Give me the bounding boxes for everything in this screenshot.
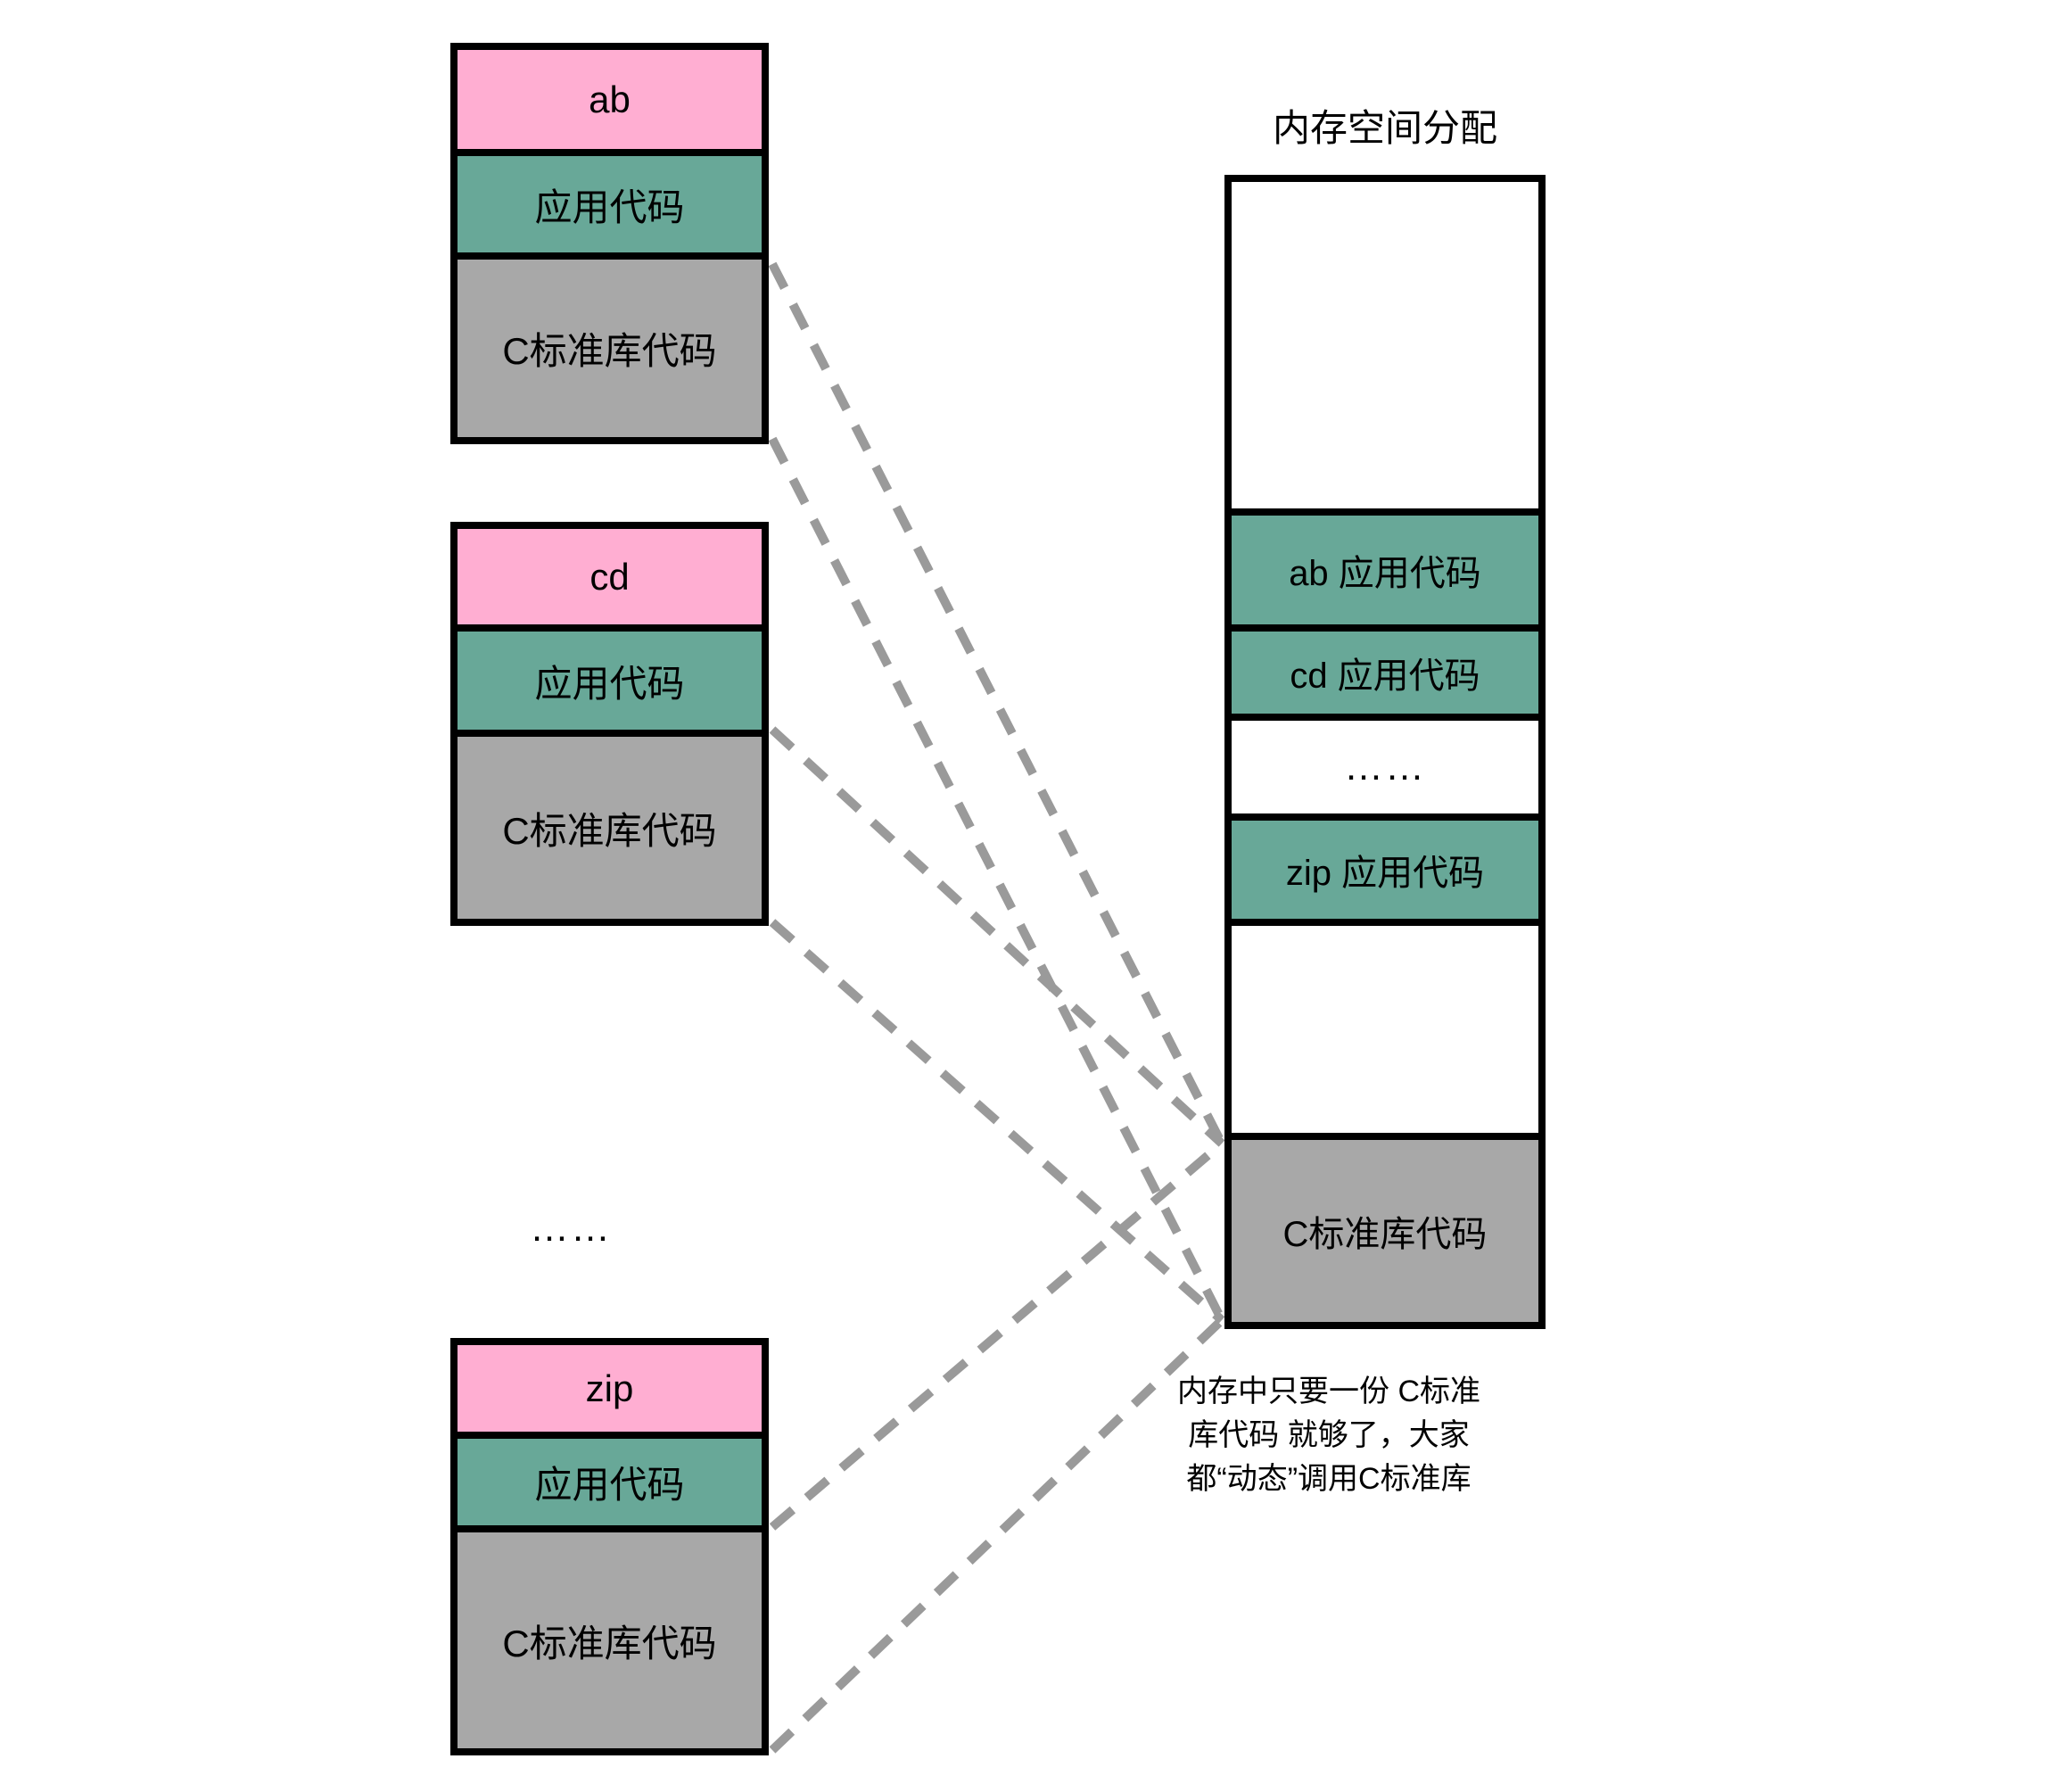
note-line-3: 都“动态”调用C标准库 [1186, 1462, 1472, 1496]
program-ab-name: ab [458, 50, 762, 149]
connector-zip-lib-top-icon [769, 1140, 1225, 1531]
connector-zip-lib-bottom-icon [769, 1317, 1225, 1754]
memory-ellipsis: …… [1232, 714, 1538, 813]
memory-title: 内存空间分配 [1272, 107, 1497, 149]
connector-ab-lib-top-icon [768, 261, 1226, 1146]
memory-free-middle [1232, 919, 1538, 1133]
program-cd-clib-code: C标准库代码 [458, 730, 762, 919]
memory-ab-app-code: ab 应用代码 [1232, 508, 1538, 624]
program-cd-name: cd [458, 529, 762, 624]
memory-box: ab 应用代码 cd 应用代码 …… zip 应用代码 C标准库代码 [1224, 175, 1546, 1329]
connector-cd-lib-bottom-icon [769, 919, 1225, 1324]
program-cd-app-code: 应用代码 [458, 624, 762, 730]
note-text: 内存中只要一份 C标准 库代码 就够了，大家 都“动态”调用C标准库 [1150, 1370, 1507, 1501]
memory-zip-app-code: zip 应用代码 [1232, 813, 1538, 919]
note-line-1: 内存中只要一份 C标准 [1177, 1375, 1480, 1408]
program-zip-clib-code: C标准库代码 [458, 1525, 762, 1748]
program-ab-app-code: 应用代码 [458, 149, 762, 252]
program-box-cd: cd 应用代码 C标准库代码 [450, 522, 769, 926]
more-programs-ellipsis: …… [530, 1206, 612, 1250]
connector-ab-lib-bottom-icon [768, 436, 1226, 1323]
connector-cd-lib-top-icon [769, 726, 1225, 1147]
program-ab-clib-code: C标准库代码 [458, 252, 762, 437]
program-box-ab: ab 应用代码 C标准库代码 [450, 43, 769, 444]
program-box-zip: zip 应用代码 C标准库代码 [450, 1338, 769, 1755]
program-zip-name: zip [458, 1345, 762, 1432]
memory-cd-app-code: cd 应用代码 [1232, 624, 1538, 714]
program-zip-app-code: 应用代码 [458, 1432, 762, 1525]
note-line-2: 库代码 就够了，大家 [1188, 1418, 1470, 1452]
memory-free-top [1232, 182, 1538, 508]
memory-clib-code: C标准库代码 [1232, 1133, 1538, 1322]
